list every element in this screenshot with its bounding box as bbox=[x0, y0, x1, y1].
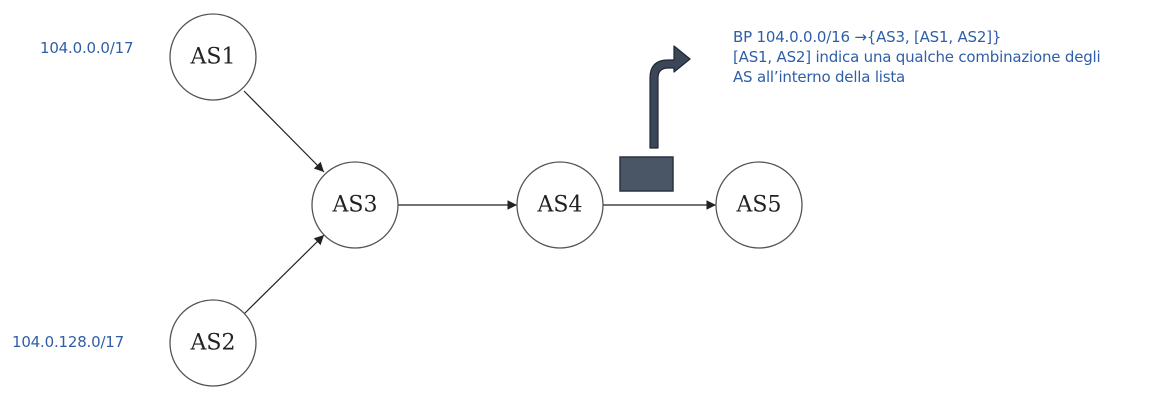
node-as1: AS1 bbox=[169, 13, 257, 101]
edge-as2-as3 bbox=[243, 234, 325, 315]
node-as5: AS5 bbox=[715, 161, 803, 249]
as2-prefix-label: 104.0.128.0/17 bbox=[12, 333, 124, 351]
node-as4-label: AS4 bbox=[537, 193, 583, 218]
edge-as1-as3 bbox=[243, 90, 325, 173]
node-as3-label: AS3 bbox=[332, 193, 378, 218]
node-as5-label: AS5 bbox=[736, 193, 782, 218]
node-as4: AS4 bbox=[516, 161, 604, 249]
note-line-1: BP 104.0.0.0/16 →{AS3, [AS1, AS2]} bbox=[733, 28, 1002, 46]
node-as2-label: AS2 bbox=[190, 331, 236, 356]
note-line-3: AS all’interno della lista bbox=[733, 68, 906, 86]
note-line-2: [AS1, AS2] indica una qualche combinazio… bbox=[733, 48, 1101, 66]
aggregation-note: BP 104.0.0.0/16 →{AS3, [AS1, AS2]} [AS1,… bbox=[733, 27, 1101, 87]
as1-prefix-label: 104.0.0.0/17 bbox=[40, 39, 134, 57]
node-as1-label: AS1 bbox=[190, 45, 236, 70]
node-as3: AS3 bbox=[311, 161, 399, 249]
bent-arrow-icon bbox=[649, 45, 691, 149]
packet-icon bbox=[619, 156, 674, 192]
node-as2: AS2 bbox=[169, 299, 257, 387]
